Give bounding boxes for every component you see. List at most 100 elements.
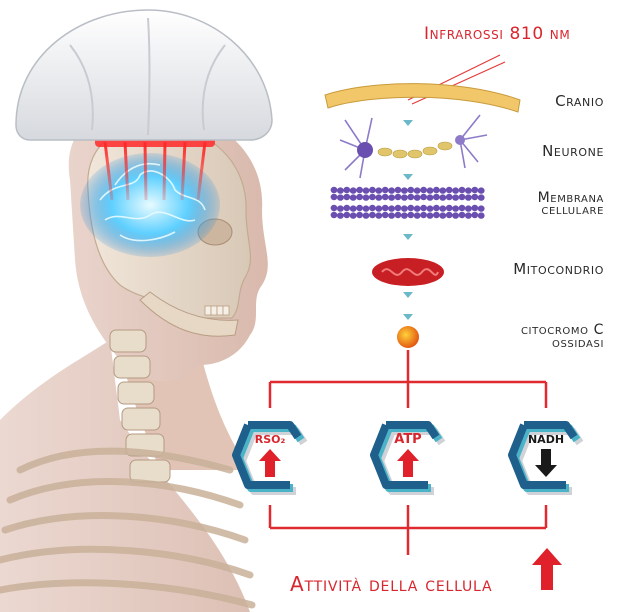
- membrane-lipid: [407, 212, 414, 218]
- membrane-lipid: [414, 212, 421, 218]
- membrane-lipid: [375, 194, 382, 200]
- membrane-lipid: [407, 205, 414, 211]
- membrane-lipid: [375, 212, 382, 218]
- outcome-label: RSO₂: [255, 433, 286, 446]
- membrane-lipid: [420, 212, 427, 218]
- footer-up-arrow: [532, 548, 562, 590]
- membrane-lipid: [420, 205, 427, 211]
- membrane-lipid: [459, 205, 466, 211]
- teeth: [205, 306, 229, 315]
- step-label-membrana: Membrana cellulare: [538, 192, 604, 216]
- membrane-lipid: [439, 205, 446, 211]
- membrane-lipid: [395, 212, 402, 218]
- membrane-lipid: [407, 194, 414, 200]
- membrane-lipid: [350, 212, 357, 218]
- membrane-lipid: [439, 194, 446, 200]
- membrane-lipid: [420, 187, 427, 193]
- membrane-lipid: [439, 212, 446, 218]
- cell-activity-label: Attività della cellula: [290, 572, 492, 596]
- outcome-badge-atp: ATP: [374, 425, 442, 491]
- skull-layer-icon: [325, 84, 520, 112]
- membrane-lipid: [363, 187, 370, 193]
- membrane-lipid: [414, 194, 421, 200]
- membrane-lipid: [388, 187, 395, 193]
- outcome-label: ATP: [394, 432, 421, 447]
- cell-membrane-icon: [331, 187, 485, 219]
- membrane-lipid: [337, 212, 344, 218]
- membrane-lipid: [433, 212, 440, 218]
- membrane-lipid: [433, 205, 440, 211]
- membrane-lipid: [401, 187, 408, 193]
- membrane-lipid: [414, 187, 421, 193]
- membrane-lipid: [356, 205, 363, 211]
- step-label-mitocondrio: Mitocondrio: [513, 260, 604, 278]
- membrane-lipid: [401, 212, 408, 218]
- mitochondrion-icon: [372, 258, 444, 286]
- flow-arrows: [403, 120, 413, 320]
- membrane-lipid: [452, 212, 459, 218]
- cytochrome-c-oxidase-icon: [397, 326, 419, 348]
- membrane-lipid: [439, 187, 446, 193]
- membrane-lipid: [395, 194, 402, 200]
- outcome-badge-rso: RSO₂: [236, 425, 304, 491]
- membrane-lipid: [446, 205, 453, 211]
- membrane-lipid: [414, 205, 421, 211]
- membrane-lipid: [369, 212, 376, 218]
- membrane-lipid: [465, 205, 472, 211]
- membrane-lipid: [465, 194, 472, 200]
- membrane-lipid: [369, 205, 376, 211]
- membrane-lipid: [331, 205, 338, 211]
- wavelength-label: Infrarossi 810 nm: [424, 24, 570, 44]
- membrane-lipid: [363, 205, 370, 211]
- arrow-up-icon: [397, 449, 419, 477]
- membrane-lipid: [465, 187, 472, 193]
- membrane-lipid: [446, 187, 453, 193]
- arrow-up-icon: [259, 449, 281, 477]
- membrane-lipid: [382, 187, 389, 193]
- head-anatomy-illustration: [0, 10, 272, 612]
- membrane-lipid: [343, 212, 350, 218]
- membrane-lipid: [395, 205, 402, 211]
- membrane-lipid: [331, 187, 338, 193]
- step-label-membrana-line2: cellulare: [538, 204, 604, 216]
- membrane-lipid: [363, 212, 370, 218]
- membrane-lipid: [356, 194, 363, 200]
- membrane-lipid: [471, 212, 478, 218]
- membrane-lipid: [369, 187, 376, 193]
- membrane-lipid: [427, 205, 434, 211]
- membrane-lipid: [388, 212, 395, 218]
- torso-silhouette: [0, 340, 250, 612]
- step-label-citocromo: citocromo C ossidasi: [521, 324, 604, 350]
- membrane-lipid: [343, 194, 350, 200]
- membrane-lipid: [465, 212, 472, 218]
- membrane-lipid: [471, 205, 478, 211]
- step-label-citocromo-line2: ossidasi: [521, 337, 604, 350]
- membrane-lipid: [433, 194, 440, 200]
- membrane-lipid: [343, 187, 350, 193]
- membrane-lipid: [427, 187, 434, 193]
- membrane-lipid: [452, 187, 459, 193]
- membrane-lipid: [363, 194, 370, 200]
- step-label-neurone: Neurone: [542, 142, 604, 160]
- outcome-badge-nadh: NADH: [512, 425, 580, 491]
- membrane-lipid: [478, 187, 485, 193]
- membrane-lipid: [382, 205, 389, 211]
- membrane-lipid: [471, 187, 478, 193]
- membrane-lipid: [331, 212, 338, 218]
- membrane-lipid: [459, 194, 466, 200]
- membrane-lipid: [375, 187, 382, 193]
- membrane-lipid: [478, 205, 485, 211]
- membrane-lipid: [452, 194, 459, 200]
- outcome-badges: RSO₂ ATP NADH: [236, 425, 580, 491]
- membrane-lipid: [478, 194, 485, 200]
- membrane-lipid: [388, 205, 395, 211]
- membrane-lipid: [382, 212, 389, 218]
- membrane-lipid: [433, 187, 440, 193]
- membrane-lipid: [356, 212, 363, 218]
- membrane-lipid: [446, 194, 453, 200]
- membrane-lipid: [407, 187, 414, 193]
- membrane-lipid: [401, 205, 408, 211]
- membrane-lipid: [401, 194, 408, 200]
- membrane-lipid: [427, 194, 434, 200]
